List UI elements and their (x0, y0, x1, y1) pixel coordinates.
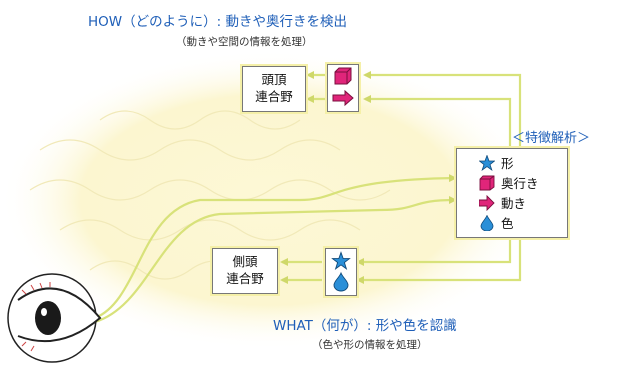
eye-icon (7, 273, 102, 363)
optic-path-lower (94, 196, 457, 324)
how-icon-column (327, 64, 359, 112)
arrow-icon (332, 89, 354, 107)
temporal-label-line2: 連合野 (226, 271, 264, 286)
cube-icon (334, 67, 352, 85)
feature-label-shape: 形 (501, 156, 514, 171)
feature-row-depth: 奥行き (479, 173, 539, 192)
parietal-association-box: 頭頂 連合野 (242, 66, 306, 112)
cube-icon (479, 175, 495, 190)
how-title: HOW（どのように）: 動きや奥行きを検出 (88, 14, 347, 30)
feature-row-color: 色 (479, 213, 514, 232)
star-icon (479, 154, 495, 171)
feature-row-motion: 動き (479, 193, 526, 212)
what-path-lower (356, 236, 522, 284)
what-icon-column (325, 248, 357, 296)
what-title: WHAT（何が）: 形や色を認識 (273, 318, 457, 334)
star-icon (331, 251, 351, 270)
feature-label-color: 色 (501, 216, 514, 231)
feature-label-depth: 奥行き (501, 176, 539, 191)
parietal-label-line1: 頭頂 (261, 72, 287, 87)
feature-analysis-box: 形 奥行き 動き 色 (456, 148, 568, 238)
temporal-association-box: 側頭 連合野 (212, 248, 278, 294)
how-subtitle: （動きや空間の情報を処理） (176, 36, 313, 48)
what-path-upper (356, 236, 512, 266)
parietal-label-line2: 連合野 (255, 89, 293, 104)
feature-label-motion: 動き (501, 196, 527, 211)
feature-analysis-title: ＜特徴解析＞ (512, 131, 591, 146)
feature-row-shape: 形 (479, 153, 514, 172)
optic-path-upper (94, 174, 457, 320)
drop-icon (333, 271, 349, 292)
how-path-upper (363, 71, 522, 150)
what-subtitle: （色や形の情報を処理） (312, 339, 428, 351)
arrow-icon (479, 194, 495, 211)
brain-folds (29, 110, 391, 280)
temporal-label-line1: 側頭 (232, 254, 258, 269)
how-path-lower (363, 95, 512, 150)
drop-icon (480, 214, 494, 231)
